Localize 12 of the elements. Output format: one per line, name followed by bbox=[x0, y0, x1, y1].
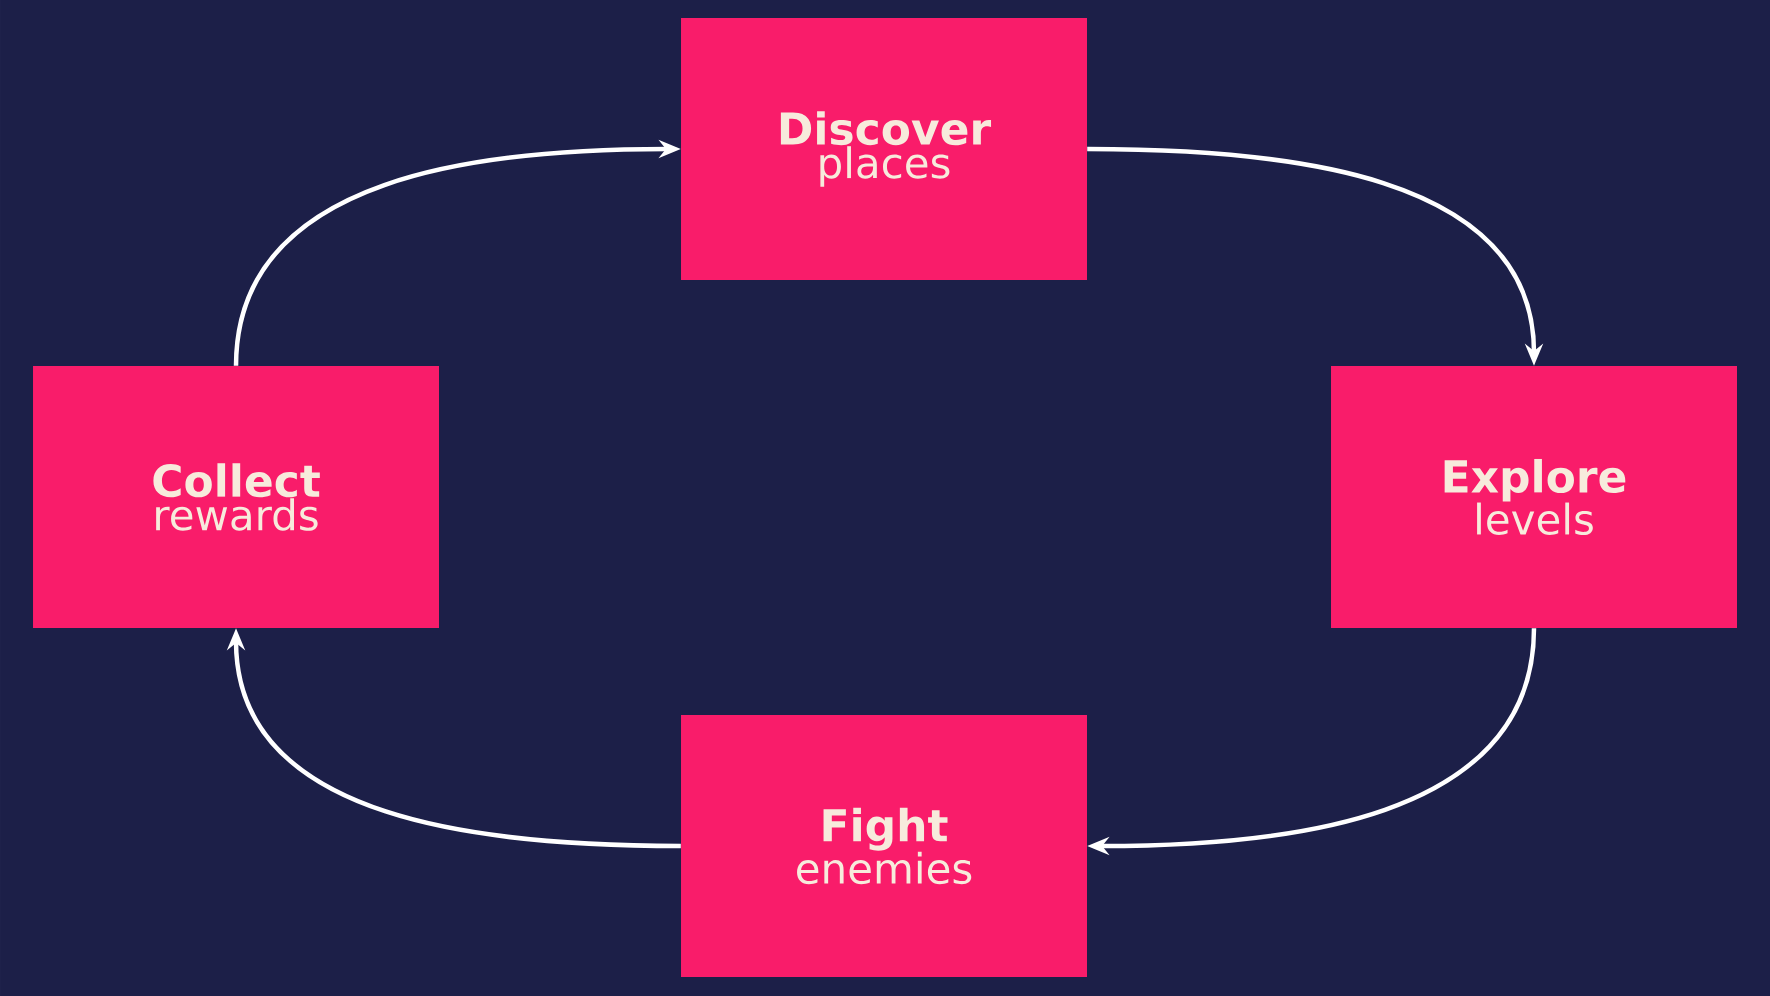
step-label: levels bbox=[1477, 502, 1593, 536]
process-box bbox=[681, 18, 1087, 280]
step-label: places bbox=[820, 146, 950, 187]
step-label: rewards bbox=[156, 498, 318, 531]
process-box bbox=[33, 366, 439, 628]
step-heading: Explore bbox=[1444, 458, 1626, 502]
step-label: enemies bbox=[797, 851, 972, 885]
process-box bbox=[1331, 366, 1737, 628]
step-heading: Collect bbox=[153, 463, 320, 498]
step-heading: Fight bbox=[823, 807, 948, 851]
step-heading: Discover bbox=[780, 111, 992, 146]
process-box bbox=[681, 715, 1087, 977]
